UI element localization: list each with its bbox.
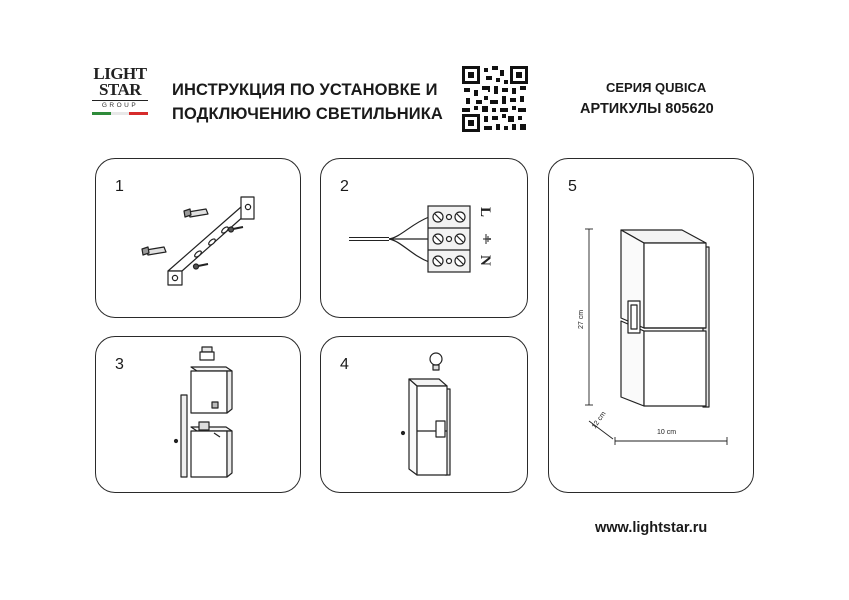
step-number: 2 (340, 178, 349, 195)
lightstar-logo: LIGHT STAR GROUP (92, 64, 149, 130)
ground-icon (483, 234, 491, 244)
website-url[interactable]: www.lightstar.ru (595, 520, 708, 536)
step-2-panel: 2 L N (320, 158, 528, 318)
step-number: 3 (115, 356, 124, 373)
logo-line3: GROUP (92, 100, 148, 109)
article-label: АРТИКУЛЫ 805620 (580, 101, 714, 117)
dimensions-icon: 27 cm 12 cm 10 cm (578, 228, 728, 445)
step-number: 5 (568, 178, 577, 195)
step-1-panel: 1 (95, 158, 301, 318)
logo-flag-stripe (92, 112, 149, 115)
height-label: 27 cm (578, 310, 585, 329)
title-line-1: ИНСТРУКЦИЯ ПО УСТАНОВКЕ И (172, 81, 438, 99)
fixture-mount-icon (173, 346, 233, 478)
terminal-label-l: L (477, 207, 493, 217)
mounting-bracket-icon (141, 196, 255, 286)
logo-line2: STAR (98, 80, 142, 99)
step-number: 4 (340, 356, 349, 373)
series-label: СЕРИЯ QUBICA (606, 80, 707, 95)
step-number: 1 (115, 178, 124, 195)
terminal-label-n: N (477, 255, 493, 266)
width-label: 10 cm (657, 429, 676, 436)
qr-code-icon (462, 66, 528, 132)
step-5-panel: 5 27 cm (548, 158, 754, 493)
terminal-block-icon: L N (349, 205, 493, 273)
step-3-panel: 3 (95, 336, 301, 493)
title-line-2: ПОДКЛЮЧЕНИЮ СВЕТИЛЬНИКА (172, 105, 443, 123)
instruction-title: ИНСТРУКЦИЯ ПО УСТАНОВКЕ И ПОДКЛЮЧЕНИЮ СВ… (172, 78, 443, 126)
bulb-insert-icon (400, 352, 451, 476)
logo-line1: LIGHT (93, 64, 147, 83)
step-4-panel: 4 (320, 336, 528, 493)
depth-label: 12 cm (591, 410, 608, 430)
